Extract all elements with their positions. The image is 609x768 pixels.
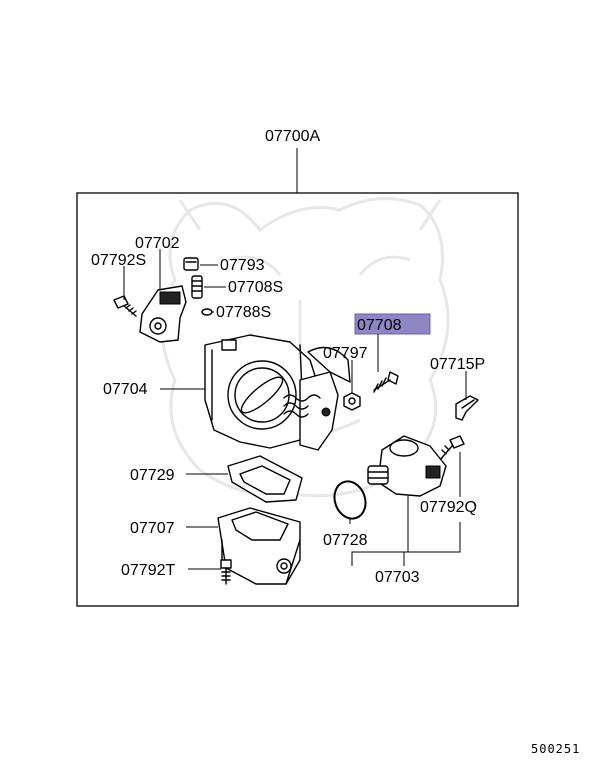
part-labels: 07702 07792S 07793 07708S 07788S 07708 0… (91, 235, 485, 586)
part-07792S-screw (113, 295, 137, 317)
part-07708S-screw (191, 275, 203, 299)
label-07793[interactable]: 07793 (220, 257, 265, 274)
label-07704[interactable]: 07704 (103, 381, 148, 398)
leader-lines (123, 249, 467, 570)
label-07707[interactable]: 07707 (130, 520, 175, 537)
highlight-07708 (354, 313, 431, 335)
label-07715P[interactable]: 07715P (430, 356, 485, 373)
part-07715P-bracket (455, 395, 479, 421)
label-07792Q[interactable]: 07792Q (420, 499, 477, 516)
part-07703-isc-motor (367, 435, 447, 497)
part-07702-sensor (139, 285, 187, 343)
label-07729[interactable]: 07729 (130, 467, 175, 484)
assembly-frame (76, 192, 519, 607)
part-07708-bolt (373, 371, 399, 393)
part-07707-base (217, 507, 301, 585)
part-07728-oring (333, 480, 367, 520)
watermark-emblem (161, 197, 450, 498)
label-07788S[interactable]: 07788S (216, 304, 271, 321)
label-07728[interactable]: 07728 (323, 532, 368, 549)
part-07788S-oring (201, 308, 213, 316)
part-07792T-bolt (220, 559, 232, 585)
part-07797-nut (343, 392, 361, 411)
figure-number: 500251 (531, 742, 580, 756)
part-07793-cap (183, 257, 199, 271)
label-07708S[interactable]: 07708S (228, 279, 283, 296)
label-07797[interactable]: 07797 (323, 345, 368, 362)
label-07792T[interactable]: 07792T (121, 562, 175, 579)
part-07704-throttle-body (204, 334, 351, 451)
part-07792Q-screw (439, 435, 465, 461)
label-07708[interactable]: 07708 (357, 317, 402, 334)
assembly-label[interactable]: 07700A (265, 128, 320, 145)
label-07703[interactable]: 07703 (375, 569, 420, 586)
label-07792S[interactable]: 07792S (91, 252, 146, 269)
label-07702[interactable]: 07702 (135, 235, 180, 252)
part-07729-gasket (227, 455, 303, 503)
